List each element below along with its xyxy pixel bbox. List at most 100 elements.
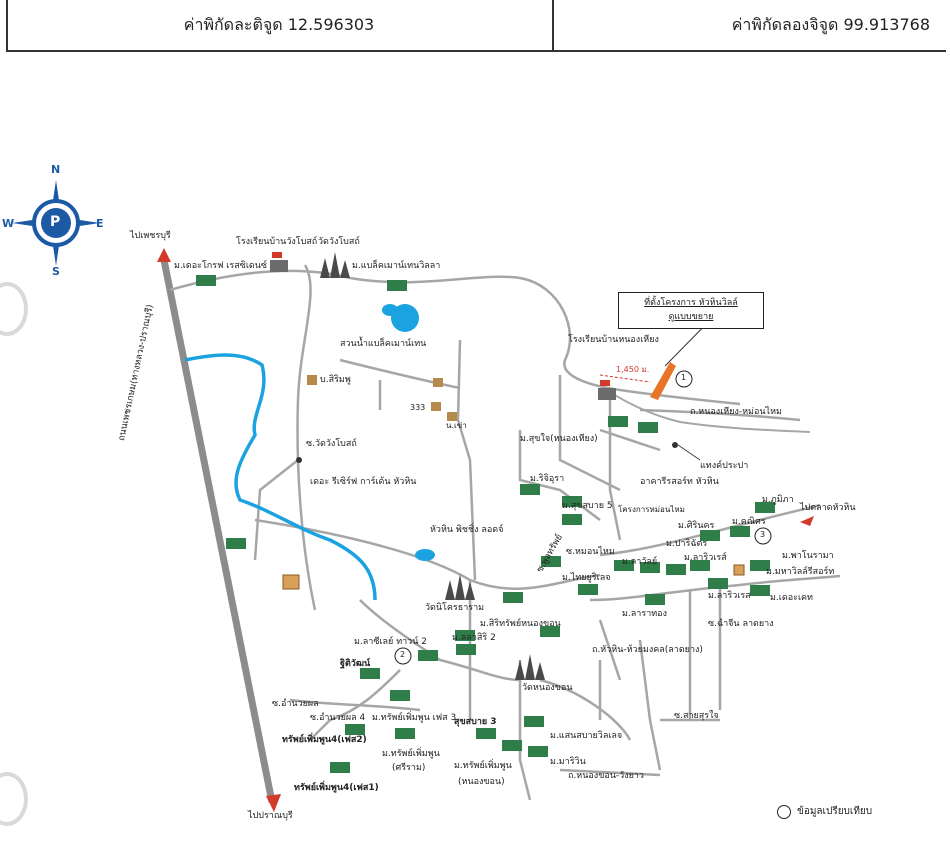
label-to-pranburi: ไปปราณบุรี [248, 811, 293, 821]
label-apartment: อาคารีรสอร์ท หัวหิน [640, 477, 719, 487]
longitude-label: ค่าพิกัดลองจิจูด 99.913768 [731, 14, 930, 34]
label-road-hua-hin-huai: ถ.หัวหิน-ห้วยมงคล(ลาดยาง) [592, 645, 703, 655]
school-icon [598, 380, 616, 400]
label-sup-phon-phun-1: ทรัพย์เพิ่มพูน4(เฟส1) [294, 783, 379, 793]
page-edge-shadow [0, 282, 28, 336]
label-sup-phon-phun-nk: ม.ทรัพย์เพิ่มพูน [454, 761, 512, 771]
label-wat-nong-khon: วัดหนองขอน [522, 683, 573, 693]
label-sansabai: ม.แสนสบายวิลเลจ [550, 731, 623, 741]
label-maliwan: ม.มาริวิน [550, 757, 586, 767]
label-water-park: สวนน้ำแบล็คเมาน์เทน [340, 339, 427, 349]
house-icons [196, 275, 775, 773]
label-sirimpu: บ.สิริมพู [320, 375, 351, 385]
label-the-resort: เดอะ รีเซิร์ฟ การ์เด้น หัวหิน [310, 477, 417, 487]
label-kanit: ม.คณิศร [732, 517, 766, 527]
label-to-phetchaburi: ไปเพชรบุรี [130, 231, 171, 241]
building-icon [733, 564, 745, 576]
building-icon [447, 412, 457, 421]
comparison-marker-3 [754, 527, 772, 545]
label-road-nong-khon-main: ซ.หมอนไหม [566, 547, 615, 557]
label-sukhsabai-3: สุขสบาย 3 [454, 717, 497, 727]
label-ruji: ม.ริจิอุรา [530, 474, 565, 484]
road-junction-icon [296, 457, 302, 463]
highway-road [160, 259, 276, 803]
label-panthip: ม.พาโนรามา [782, 551, 834, 561]
compass-east-label: E [96, 217, 104, 230]
label-sukhsabai-5: ม.สุขสบาย 5 [562, 501, 613, 511]
marker-label-1: 1 [681, 373, 687, 382]
divider-middle [552, 0, 554, 50]
project-callout: ที่ตั้งโครงการ หัวหินวิลล์ ดูแบบขยาย [618, 292, 764, 329]
label-sup-phon-phun-3: ม.ทรัพย์เพิ่มพูน เฟส 3 [372, 713, 457, 723]
label-ruttiwat: ฐิติวัฒน์ [340, 659, 371, 669]
temple-icon [515, 654, 545, 680]
label-siri-sap: ม.สิริทรัพย์หนองขอน [480, 619, 561, 629]
label-lariewa: ม.ลาริวเรส์ [684, 553, 727, 563]
distance-line [599, 374, 651, 383]
water-tank-icon [672, 442, 678, 448]
pond-icon [382, 304, 398, 316]
creek [599, 384, 811, 433]
temple-icon [445, 574, 475, 600]
label-sup-phon-phun-2: ทรัพย์เพิ่มพูน4(เฟส2) [282, 735, 367, 745]
comparison-marker-2 [394, 647, 412, 665]
label-laraya: ม.ลาราทอง [622, 609, 667, 619]
label-dekatek: ม.เดอะเคท [770, 593, 813, 603]
label-school-wangpong: โรงเรียนบ้านวังโบสถ์ [236, 237, 318, 247]
label-thai: ม.ไทยยูริเลจ [562, 573, 611, 583]
label-water-tank: แทงค์ประปา [700, 461, 749, 471]
label-lasiri-2: ม.ลลาสิริ 2 [452, 633, 496, 643]
school-icon [270, 252, 288, 272]
comparison-marker-1 [675, 370, 693, 388]
label-cape-green: ม.เดอะโกรฟ เรสซิเดนซ์ [174, 261, 267, 271]
label-school-nong-hieng: โรงเรียนบ้านหนองเหียง [568, 335, 659, 345]
label-sup-phon-phun-sriram: ม.ทรัพย์เพิ่มพูน [382, 749, 440, 759]
label-siri: ม.ศิรินคร [678, 521, 715, 531]
building-icon [307, 375, 317, 385]
label-lakeview: ม.ลาวัลย์ [622, 557, 658, 567]
label-road-am-wong: ซ.อำนวยผล [272, 699, 319, 709]
label-road-am-wong-4: ซ.อำนวยผล 4 [310, 713, 366, 723]
compass-icon [12, 180, 100, 266]
marker-label-3: 3 [760, 530, 766, 539]
logo-mark: P [50, 214, 61, 230]
label-suk-jai: ม.สุขใจ(หนองเหียง) [520, 434, 598, 444]
label-333: 333 [410, 403, 426, 412]
label-wat-nikhom: วัดนิโครธาราม [425, 603, 485, 613]
location-map: N S E W P ที่ตั้งโครงการ หัวหินวิลล์ ดูแ… [0, 160, 950, 852]
arrow-east-icon [800, 516, 814, 526]
label-bhumi: ม.ภูมิภา [762, 495, 794, 505]
callout-line-1: ที่ตั้งโครงการ หัวหินวิลล์ [644, 298, 738, 308]
label-hua-hin-pitching: หัวหิน พิชชิ่ง ลอดจ์ [430, 525, 504, 535]
temple-icon [320, 252, 350, 278]
latitude-label: ค่าพิกัดละติจูด 12.596303 [183, 14, 375, 34]
callout-line-2: ดูแบบขยาย [668, 311, 714, 322]
building-icon [282, 574, 300, 590]
divider-bottom [6, 50, 946, 52]
compass-north-label: N [51, 163, 61, 176]
pond-icon [391, 304, 419, 332]
label-road-nong-khon: ถ.หนองขอน-วังยาว [568, 771, 644, 781]
label-distance: 1,450 ม. [616, 365, 650, 374]
label-black-mountain: ม.แบล็คเมาน์เทนวิลลา [352, 261, 441, 271]
arrow-south-icon [266, 794, 281, 812]
label-road-mai: ซ.สายสุรใจ [674, 711, 719, 721]
compass-west-label: W [2, 217, 15, 230]
label-nong-khon: (หนองขอน) [458, 777, 505, 787]
map-canvas [12, 180, 841, 812]
label-wat-wangpong: วัดวังโบสถ์ [318, 237, 360, 247]
label-road-nong-hieng: ถ.หนองเหียง-หม่อนไหม [690, 407, 782, 417]
label-project-mon: โครงการหม่อนไหม [618, 505, 685, 514]
building-icon [433, 378, 443, 387]
label-road-chamuen: ซ.ฉำจีน ลาดยาง [708, 619, 774, 629]
legend-circle-icon [777, 804, 791, 819]
label-mahawan: ม.มหาวิลล์รีสอร์ท [766, 567, 835, 577]
label-road-wat-wang: ซ.วัดวังโบสถ์ [306, 439, 357, 449]
map-legend: ข้อมูลเปรียบเทียบ [777, 804, 872, 819]
marker-label-2: 2 [400, 650, 406, 659]
label-chao: น.เข่า [446, 421, 467, 430]
label-sriram: (ศรีราม) [392, 763, 426, 773]
label-to-hua-hin-market: ไปตลาดหัวหิน [800, 503, 856, 513]
coordinate-bar: ค่าพิกัดละติจูด 12.596303 ค่าพิกัดลองจิจ… [0, 0, 950, 52]
page-edge-shadow [0, 772, 28, 826]
